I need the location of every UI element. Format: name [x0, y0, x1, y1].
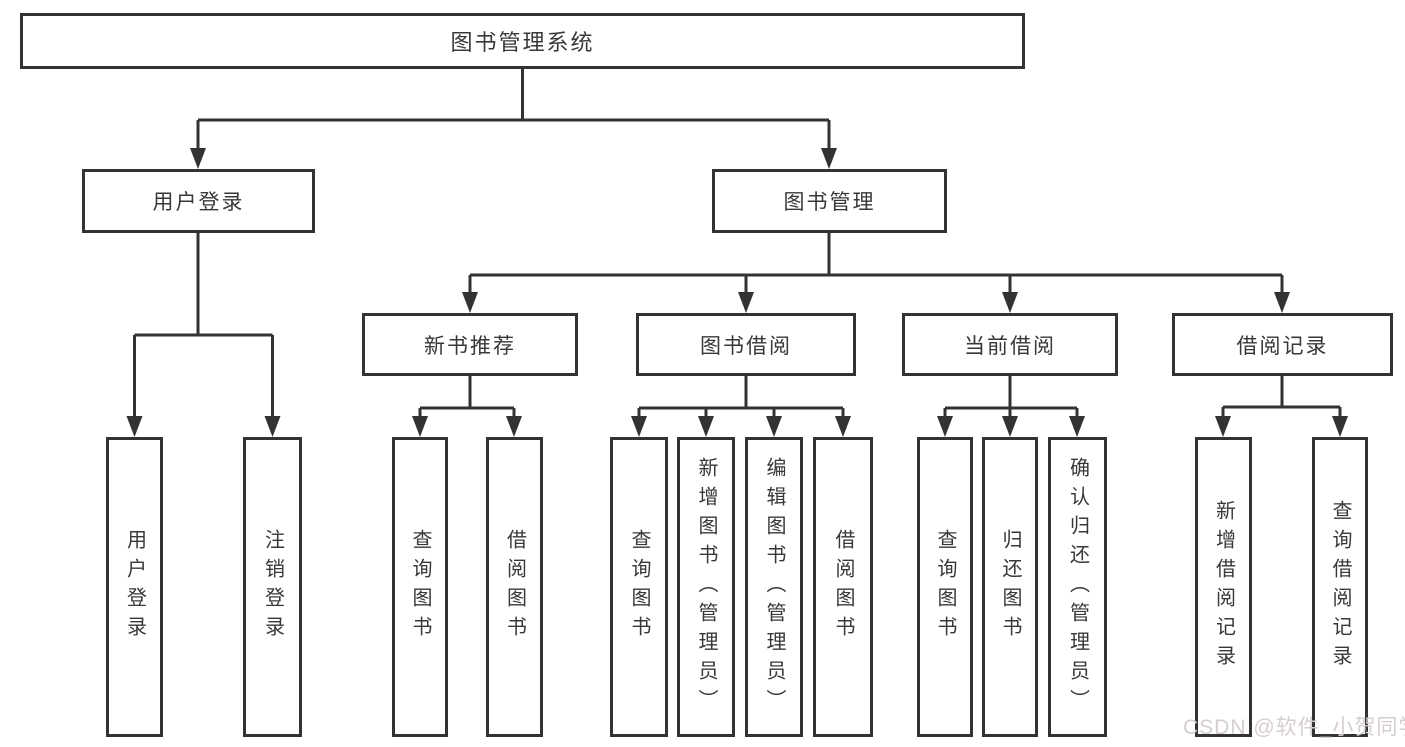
node-label: 图书借阅	[700, 334, 792, 358]
leaf-records-add: 新增借阅记录	[1195, 437, 1252, 737]
node-label: 新书推荐	[424, 334, 516, 358]
node-label: 图书管理系统	[450, 30, 595, 55]
node-borrow-records: 借阅记录	[1172, 313, 1393, 376]
connector-userlogin-to-leaves	[126, 233, 281, 437]
node-label: 图书管理	[783, 191, 876, 214]
node-label: 借阅图书	[503, 529, 526, 645]
connector-root-to-level2	[190, 69, 837, 169]
node-label: 借阅图书	[832, 529, 854, 645]
leaf-bookborrow-borrow: 借阅图书	[813, 437, 873, 737]
csdn-watermark: CSDN @软件_小贺同学	[1183, 716, 1405, 739]
connector-newbooks-to-leaves	[412, 376, 522, 437]
node-label: 用户登录	[123, 529, 146, 645]
node-system-root: 图书管理系统	[20, 13, 1025, 69]
node-label: 查询图书	[628, 529, 650, 645]
leaf-current-return: 归还图书	[982, 437, 1038, 737]
node-label: 查询借阅记录	[1329, 500, 1351, 674]
leaf-current-confirm-admin: 确认归还（管理员）	[1048, 437, 1107, 737]
leaf-logout: 注销登录	[243, 437, 302, 737]
node-label: 用户登录	[152, 191, 245, 214]
leaf-newbooks-borrow: 借阅图书	[486, 437, 543, 737]
connector-borrowrecords-to-leaves	[1215, 376, 1348, 437]
node-book-management: 图书管理	[712, 169, 947, 233]
connector-currentborrow-to-leaves	[937, 376, 1085, 437]
leaf-newbooks-query: 查询图书	[392, 437, 448, 737]
node-label: 当前借阅	[964, 334, 1056, 358]
node-label: 查询图书	[934, 529, 956, 645]
node-label: 编辑图书（管理员）	[763, 456, 785, 718]
leaf-bookborrow-add-admin: 新增图书（管理员）	[677, 437, 735, 737]
node-user-login: 用户登录	[82, 169, 315, 233]
leaf-current-query: 查询图书	[917, 437, 973, 737]
node-label: 新增图书（管理员）	[695, 456, 717, 718]
connector-bookmgmt-to-level3	[462, 233, 1290, 313]
node-label: 归还图书	[999, 529, 1021, 645]
leaf-bookborrow-edit-admin: 编辑图书（管理员）	[745, 437, 803, 737]
node-label: 查询图书	[409, 529, 431, 645]
node-book-borrow: 图书借阅	[636, 313, 856, 376]
leaf-bookborrow-query: 查询图书	[610, 437, 668, 737]
leaf-records-query: 查询借阅记录	[1312, 437, 1368, 737]
node-label: 确认归还（管理员）	[1066, 456, 1089, 718]
node-new-book-recommend: 新书推荐	[362, 313, 578, 376]
node-label: 注销登录	[261, 529, 284, 645]
node-current-borrow: 当前借阅	[902, 313, 1118, 376]
node-label: 借阅记录	[1236, 334, 1329, 358]
node-label: 新增借阅记录	[1212, 500, 1235, 674]
connector-bookborrow-to-leaves	[631, 376, 851, 437]
leaf-user-login: 用户登录	[106, 437, 163, 737]
